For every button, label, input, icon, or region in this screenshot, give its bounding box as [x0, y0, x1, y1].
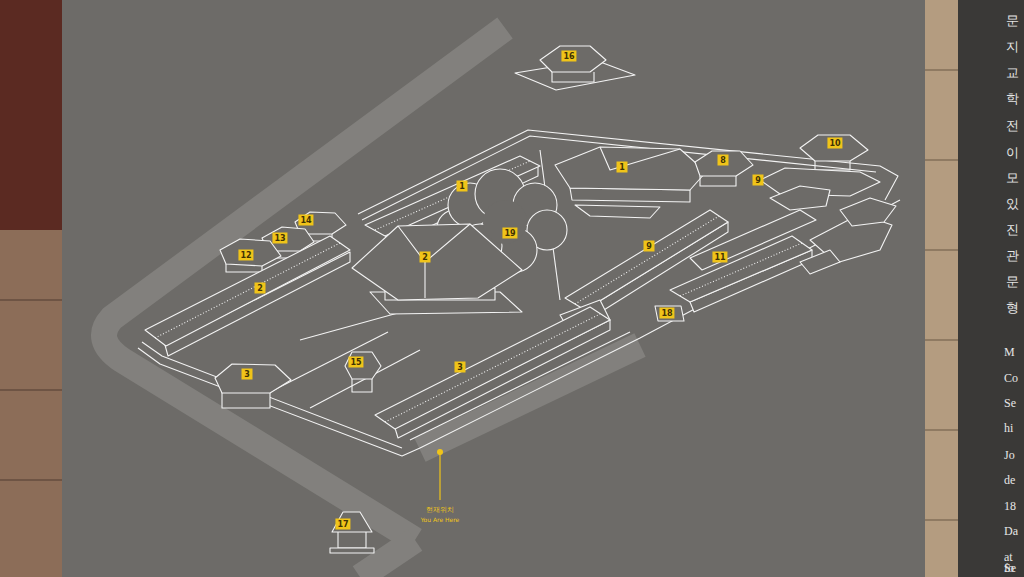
panel-text: 18	[1004, 499, 1016, 513]
callout-number: 16	[561, 51, 576, 62]
callout-number: 3	[242, 369, 253, 380]
callout-number: 9	[644, 241, 655, 252]
callout-number: 2	[255, 283, 266, 294]
panel-text: 문	[1006, 274, 1019, 289]
callout-number: 9	[753, 175, 764, 186]
panel-text: Se	[1004, 396, 1016, 410]
panel-text: 관	[1006, 248, 1019, 263]
panel-text: 있	[1006, 196, 1019, 211]
panel-text: 진	[1006, 222, 1019, 237]
callout-number: 14	[298, 215, 313, 226]
callout-number: 13	[272, 233, 287, 244]
callout-number: 18	[659, 308, 674, 319]
panel-text: 이	[1006, 145, 1019, 160]
building-outlines	[138, 46, 900, 553]
callout-number: 10	[827, 138, 842, 149]
callout-number: 11	[712, 252, 727, 263]
panel-text: Jo	[1004, 448, 1015, 462]
panel-text: M	[1004, 345, 1015, 359]
sign-board	[62, 0, 925, 577]
panel-text: Da	[1004, 524, 1018, 538]
panel-text: Co	[1004, 371, 1018, 385]
callout-number: 2	[420, 252, 431, 263]
panel-text: fo	[1004, 561, 1014, 575]
callout-number: 19	[502, 228, 517, 239]
stone-wall	[925, 0, 958, 577]
callout-number: 8	[718, 155, 729, 166]
callout-number: 1	[617, 162, 628, 173]
panel-text: hi	[1004, 421, 1013, 435]
location-label: 현재위치	[426, 506, 454, 514]
location-label: You Are Here	[421, 516, 460, 523]
panel-text: 교	[1006, 65, 1019, 80]
panel-text: 형	[1006, 300, 1019, 315]
panel-text: 지	[1006, 39, 1019, 54]
callout-number: 15	[348, 357, 363, 368]
stone-wall	[0, 230, 62, 577]
panel-text: 학	[1006, 91, 1019, 106]
text-panel	[958, 0, 1024, 577]
callout-number: 1	[457, 181, 468, 192]
panel-text: 모	[1006, 170, 1019, 185]
callout-number: 12	[238, 250, 253, 261]
panel-text: 전	[1006, 118, 1019, 133]
panel-text: 문	[1006, 13, 1019, 28]
callout-number: 3	[455, 362, 466, 373]
panel-text: de	[1004, 473, 1015, 487]
stone-joints	[925, 70, 958, 520]
stone-joints	[0, 300, 62, 480]
callout-number: 17	[335, 519, 350, 530]
location-pin	[437, 449, 443, 500]
path-band	[104, 28, 640, 577]
wooden-pillar	[0, 0, 62, 230]
